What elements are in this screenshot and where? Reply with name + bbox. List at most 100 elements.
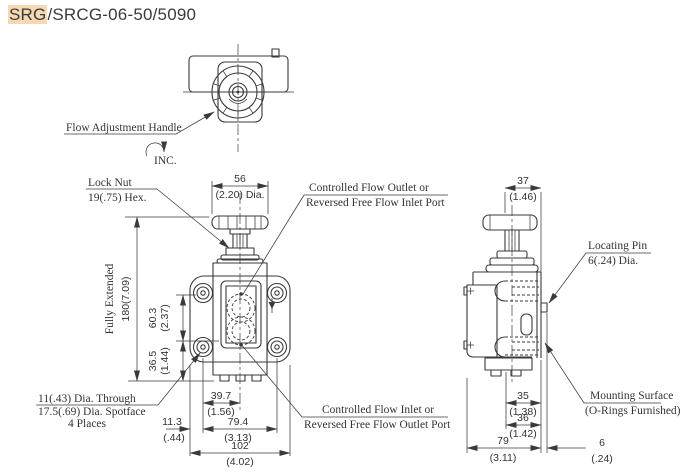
handle-spring-arc xyxy=(229,99,247,104)
inc-label: INC. xyxy=(154,155,177,167)
valve-cover-top-outline xyxy=(218,62,262,122)
dim-56-inch: (2.20) Dia. xyxy=(215,189,264,201)
dim-56-mm: 56 xyxy=(234,173,246,185)
dim-36-inch: (1.42) xyxy=(509,428,536,440)
dim-6-mm: 6 xyxy=(599,437,605,449)
dim-overall-width: 102 (4.02) xyxy=(189,440,291,468)
dim-35-mm: 35 xyxy=(517,390,529,402)
dim-lower-face: 36 (1.42) xyxy=(505,412,542,440)
front-handle-assembly xyxy=(212,216,268,263)
outlet-label-line2: Reversed Free Flow Inlet Port xyxy=(306,197,445,209)
dim-397-mm: 39.7 xyxy=(211,390,232,402)
dim-603-inch: (2.37) xyxy=(159,304,171,331)
bolt-hole-label-line3: 4 Places xyxy=(68,418,107,430)
dim-36-mm: 36 xyxy=(517,412,529,424)
side-handle-assembly xyxy=(483,215,538,272)
lower-port-counterbore xyxy=(495,337,505,357)
bolt-hole-leader xyxy=(158,352,201,405)
outlet-leader-dot xyxy=(239,292,243,296)
inlet-port-hidden-circle xyxy=(227,317,255,345)
bonnet-tier-1 xyxy=(221,255,259,260)
dim-180-text: 180(7.09) xyxy=(120,277,132,322)
locating-pin-top xyxy=(272,49,279,57)
dim-79-mm: 79 xyxy=(497,435,509,447)
inlet-label-line2: Reversed Free Flow Outlet Port xyxy=(304,419,451,431)
dim-794-mm: 79.4 xyxy=(228,416,249,428)
side-port-boss-upper xyxy=(464,287,467,295)
locating-pin-label-line1: Locating Pin xyxy=(588,240,647,252)
upper-port-cross-mark xyxy=(467,288,474,295)
lock-nut-leader xyxy=(157,189,230,249)
top-view: Flow Adjustment Handle INC. xyxy=(64,44,294,167)
dim-lower-section: 36.5 (1.44) xyxy=(147,340,186,382)
side-bottom-flange xyxy=(485,358,532,370)
dim-handle-diameter: 56 (2.20) Dia. xyxy=(211,173,269,214)
locating-pin-label-line2: 6(.24) Dia. xyxy=(588,255,638,267)
fully-extended-label: Fully Extended xyxy=(104,263,116,334)
dim-bolt-to-center: 39.7 (1.56) xyxy=(202,390,241,418)
outlet-port-hidden-circle xyxy=(227,294,255,322)
lower-port-cross-mark xyxy=(467,342,474,349)
dim-113-inch: (.44) xyxy=(163,432,185,444)
inlet-port-callout: Controlled Flow Inlet or Reversed Free F… xyxy=(243,346,451,431)
dim-397-inch: (1.56) xyxy=(207,406,234,418)
increase-direction-symbol: INC. xyxy=(146,141,177,167)
dim-113-mm: 11.3 xyxy=(162,416,182,428)
lock-nut-label-line2: 19(.75) Hex. xyxy=(88,192,147,204)
dim-35-inch: (1.38) xyxy=(509,406,536,418)
outlet-port-callout: Controlled Flow Outlet or Reversed Free … xyxy=(243,182,449,295)
front-foot-2 xyxy=(236,375,245,381)
page-title: SRG/SRCG-06-50/5090 xyxy=(8,5,196,25)
handle-knurled-ring xyxy=(212,66,264,118)
dim-fully-extended-height: Fully Extended 180(7.09) xyxy=(104,216,214,382)
dim-102-inch: (4.02) xyxy=(226,456,253,468)
inlet-label-line1: Controlled Flow Inlet or xyxy=(322,404,434,416)
upper-port-counterbore xyxy=(495,281,505,301)
handle-hub-circle xyxy=(229,83,247,101)
bolt-hole-label-line1: 11(.43) Dia. Through xyxy=(38,393,136,405)
flow-adjustment-handle-leader xyxy=(176,112,215,134)
side-foot-2 xyxy=(511,370,521,376)
model-code-rest: /SRCG-06-50/5090 xyxy=(47,5,197,24)
dim-overall-depth: 79 (3.11) xyxy=(466,435,542,464)
outlet-label-line1: Controlled Flow Outlet or xyxy=(309,182,429,194)
side-port-boss-lower xyxy=(464,341,467,349)
dim-102-mm: 102 xyxy=(231,440,249,452)
flow-adjustment-handle-label: Flow Adjustment Handle xyxy=(66,122,182,134)
mounting-leader xyxy=(545,342,584,403)
dim-6-inch: (.24) xyxy=(591,453,613,465)
locating-pin-side xyxy=(541,303,547,312)
side-body xyxy=(464,272,547,376)
inc-rotation-arrow xyxy=(146,141,168,156)
dim-794-inch: (3.13) xyxy=(224,432,251,444)
dim-603-mm: 60.3 xyxy=(147,308,159,329)
front-foot-1 xyxy=(220,375,229,381)
side-view: 37 (1.46) Locating Pin 6(.24) Dia. Mount… xyxy=(464,175,681,465)
locating-pin-front-mark xyxy=(268,298,276,313)
mounting-label-line2: (O-Rings Furnished) xyxy=(585,405,681,417)
dim-365-mm: 36.5 xyxy=(147,351,159,372)
lock-nut-label-line1: Lock Nut xyxy=(88,177,133,189)
port-window xyxy=(221,281,261,348)
lock-nut-callout: Lock Nut 19(.75) Hex. xyxy=(86,177,230,249)
flow-adjustment-handle-callout: Flow Adjustment Handle xyxy=(64,112,215,134)
dim-365-inch: (1.44) xyxy=(159,347,171,374)
dim-79-inch: (3.11) xyxy=(490,452,517,464)
inlet-leader xyxy=(243,346,303,417)
dim-port-face: 35 (1.38) xyxy=(505,390,542,418)
dim-37-inch: (1.46) xyxy=(509,191,536,203)
front-view: 56 (2.20) Dia. Lock Nut 19(.75) Hex. Con… xyxy=(36,173,451,468)
model-code-highlighted: SRG xyxy=(8,5,48,24)
dim-bolt-span: 79.4 (3.13) xyxy=(202,416,278,444)
inlet-leader-dot xyxy=(239,343,243,347)
dim-edge-to-bolt: 11.3 (.44) xyxy=(162,416,191,444)
locating-pin-callout: Locating Pin 6(.24) Dia. xyxy=(549,240,651,304)
outlet-leader xyxy=(243,195,305,295)
side-foot-1 xyxy=(491,370,501,376)
dim-pin-protrusion: 6 (.24) xyxy=(546,437,613,465)
side-slot xyxy=(521,314,532,335)
front-bottom-extension-lines xyxy=(190,358,290,456)
locating-pin-leader xyxy=(549,253,586,304)
